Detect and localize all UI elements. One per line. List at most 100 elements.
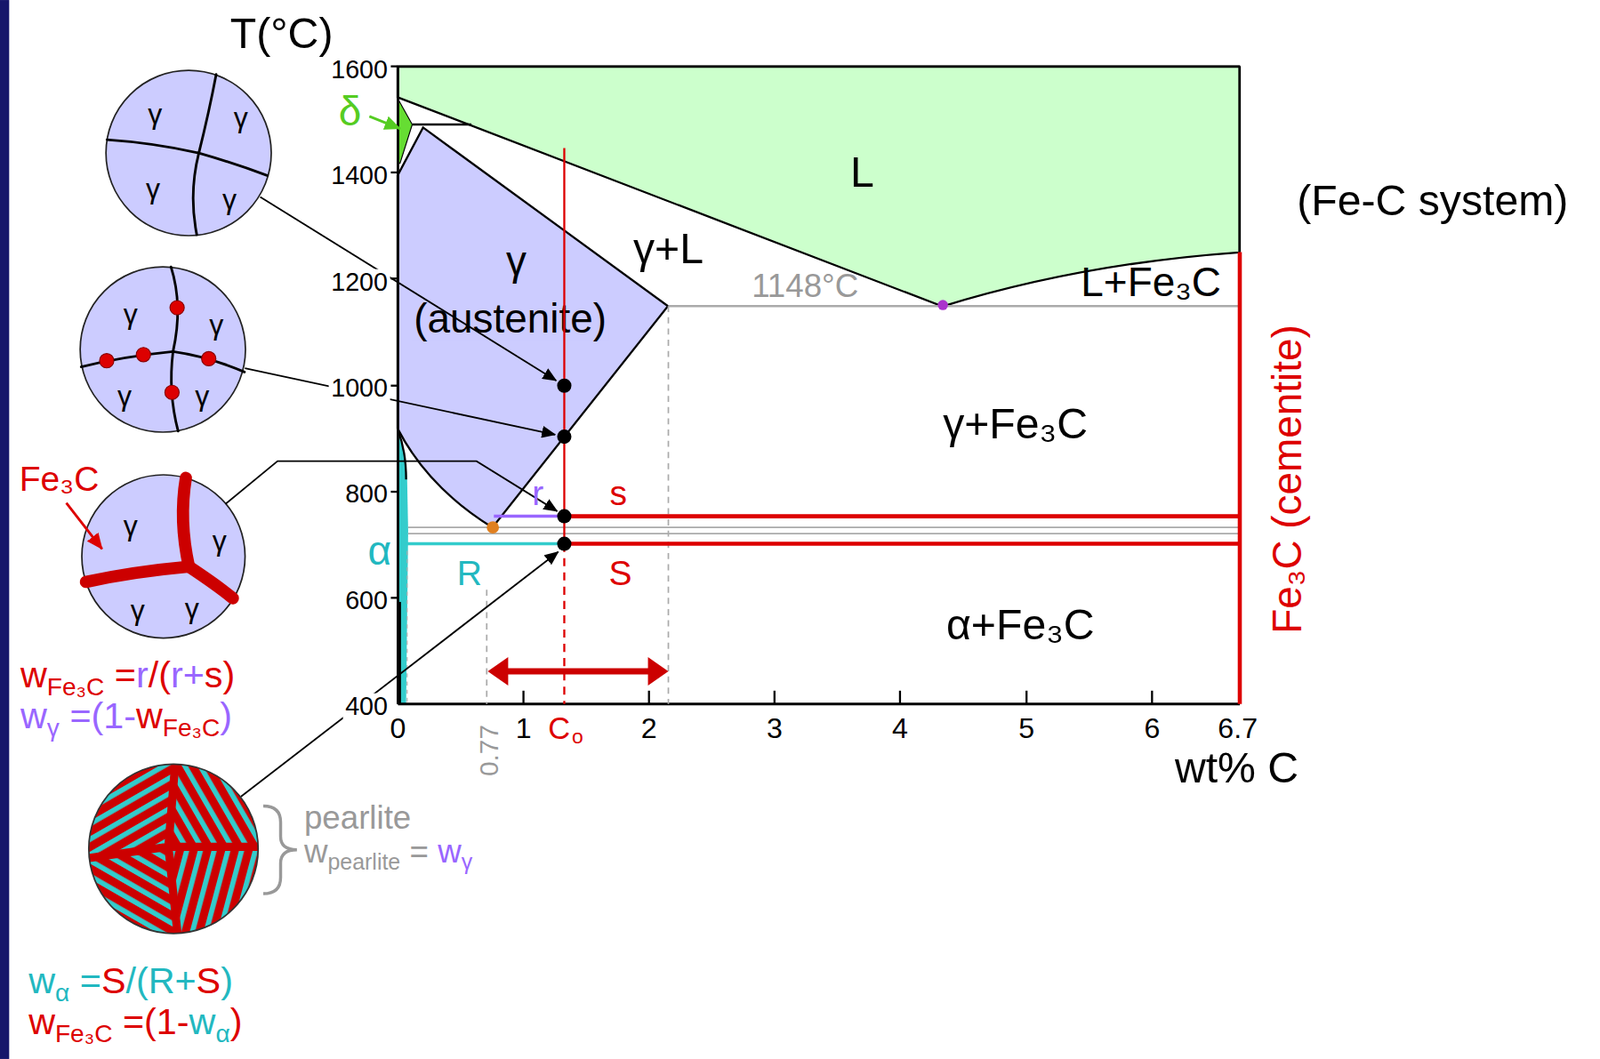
microstructure-circle-shape <box>81 352 174 368</box>
leader-lines <box>225 196 559 797</box>
formula-part: s <box>204 657 224 694</box>
grain-label-holder: γ <box>209 310 224 339</box>
grain-label: γ <box>233 103 249 132</box>
formula-part: w <box>136 698 163 735</box>
grain-label: γ <box>123 299 138 329</box>
formula-part: =(1- <box>122 1004 190 1041</box>
phase-label-holder: γ+L <box>633 226 704 270</box>
temperature-label: 1148°C <box>751 270 859 304</box>
state-dots <box>556 509 571 524</box>
formula: wFe₃C=r/(r+s) <box>20 657 235 700</box>
grain-label-holder: γ <box>117 381 132 411</box>
formula-part: /( <box>148 657 171 694</box>
pearlite-micrograph <box>81 755 271 944</box>
formula-part: /( <box>125 963 148 1000</box>
state-dots <box>486 521 499 534</box>
phase-name: (austenite) <box>411 298 609 340</box>
microstructure-circle-shape <box>81 267 246 433</box>
plot-frame <box>390 596 398 599</box>
tick-label: 0 <box>390 714 407 743</box>
grain-label: γ <box>209 310 224 339</box>
microstructure-circle-shape <box>199 74 218 153</box>
system-note: (Fe-C system) <box>1296 178 1568 222</box>
pearlite-micrograph <box>81 846 179 944</box>
formula: wα=S/(R+S) <box>28 963 234 1006</box>
formula-part: w <box>28 963 56 1000</box>
pearlite-micrograph <box>81 755 177 860</box>
microstructure-circle-shape <box>105 70 272 236</box>
pearlite-micrograph <box>168 846 271 944</box>
formula-subscript: Fe₃C <box>47 675 105 700</box>
microstructure-circle: γ γ γ γ <box>79 265 247 434</box>
phase-label: Fe₃C (cementite) <box>1267 324 1309 635</box>
tick-label-holder: 6 <box>1143 714 1160 743</box>
phase-label-holder: Fe₃C (cementite) <box>1267 324 1309 635</box>
lever-label-holder: S <box>609 555 633 591</box>
pointer-arrows <box>66 503 103 550</box>
grain-label-holder: γ <box>123 511 138 540</box>
tick-label-holder: 800 <box>343 481 390 507</box>
microstructure-circle-shape <box>165 385 180 401</box>
lever-lines <box>563 541 1240 547</box>
leader-lines <box>244 368 555 435</box>
austenite-region-shape <box>397 127 668 528</box>
leader-lines <box>225 461 558 512</box>
formula-part: + <box>174 963 196 1000</box>
lever-lines <box>1238 251 1243 704</box>
formula-part: = <box>114 657 137 694</box>
microstructure-circle-shape <box>85 566 189 582</box>
grain-label-holder: γ <box>145 174 161 203</box>
microstructure-circle: γ γ γ γ <box>104 69 273 237</box>
microstructure-circle-shape <box>85 477 233 598</box>
grain-label-holder: γ <box>130 595 145 625</box>
formula-subscript: pearlite <box>327 851 401 874</box>
grain-label: γ <box>222 184 237 214</box>
microstructure-circle-shape <box>199 152 268 176</box>
pointer-arrows <box>66 116 401 549</box>
lever-lines <box>406 251 1240 704</box>
formula-part: R <box>148 963 176 1000</box>
formula-part: = <box>410 836 429 869</box>
formula-part: ) <box>219 698 233 735</box>
delta-region <box>412 123 473 126</box>
state-dots <box>556 378 571 394</box>
guide-lines <box>406 551 408 705</box>
formula-subscript: γ <box>461 851 473 874</box>
pearlite-brace <box>263 805 298 894</box>
grain-label: γ <box>147 99 162 129</box>
phase-label: L+Fe₃C <box>1080 262 1222 304</box>
microstructure-circle-shape <box>79 265 247 434</box>
state-dots <box>556 537 571 552</box>
formula-subscript: α <box>55 980 70 1006</box>
tick-label: 5 <box>1018 714 1035 743</box>
state-dots <box>556 429 571 444</box>
composition-label: C <box>547 713 571 744</box>
range-arrow <box>648 657 669 686</box>
microstructure-circle-shape <box>80 267 247 434</box>
phase-label-holder: γ <box>506 241 527 282</box>
pearlite-micrograph <box>81 755 271 944</box>
grain-label: γ <box>184 594 200 623</box>
phase-label: L <box>850 150 875 193</box>
phase-label-holder: L <box>850 150 875 193</box>
tick-label: 6.7 <box>1217 714 1258 743</box>
formula-subscript: Fe₃C <box>162 715 220 741</box>
tick-label: 1600 <box>329 56 390 83</box>
microstructure-circle-shape <box>81 474 246 639</box>
formula: wFe₃C=(1-wα) <box>28 1004 242 1047</box>
plot-frame <box>390 385 398 387</box>
formula-part: w <box>28 1004 56 1041</box>
tick-label-holder: 6.7 <box>1217 714 1258 743</box>
phase-callout-holder: Fe₃C <box>19 462 100 498</box>
phase-callout: Fe₃C <box>19 462 100 498</box>
grain-label-holder: γ <box>194 381 210 411</box>
alpha-region <box>397 430 408 704</box>
axis-title: wt% C <box>1174 746 1299 789</box>
formula-part: r <box>136 657 149 694</box>
guide-lines <box>408 526 1240 529</box>
formula-part: w <box>20 657 48 694</box>
microstructure-circle-shape <box>201 352 217 367</box>
tick-label-holder: 1000 <box>329 375 390 402</box>
formula-part: r+ <box>170 657 205 694</box>
